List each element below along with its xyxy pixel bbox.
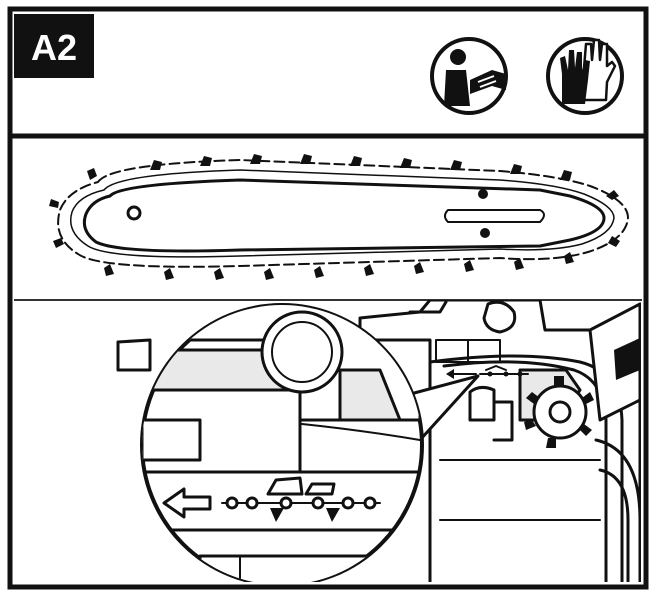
chain-segment-small (446, 365, 529, 379)
installation-panel (116, 300, 641, 582)
wear-gloves-icon (546, 37, 624, 115)
guide-bar-hole-upper (478, 189, 488, 199)
drive-sprocket (524, 376, 594, 448)
chain-loop-inner (70, 169, 615, 258)
guide-bar (82, 178, 606, 253)
chain-segment-magnified (221, 476, 381, 522)
bar-mount-knob (260, 310, 344, 394)
saw-housing (116, 300, 641, 582)
chain-loop-outer (57, 159, 629, 268)
header-panel: A2 (10, 14, 646, 139)
saw-chain (57, 159, 629, 268)
guide-bar-slot (444, 209, 545, 223)
step-badge: A2 (14, 14, 94, 78)
step-label: A2 (31, 27, 77, 68)
guide-bar-hole-lower (480, 228, 490, 238)
read-manual-icon (430, 37, 508, 115)
drive-links (49, 154, 620, 280)
chain-bar-panel (14, 154, 642, 301)
guide-bar-nose-hole (126, 205, 142, 221)
chain-direction-arrow (162, 487, 212, 519)
